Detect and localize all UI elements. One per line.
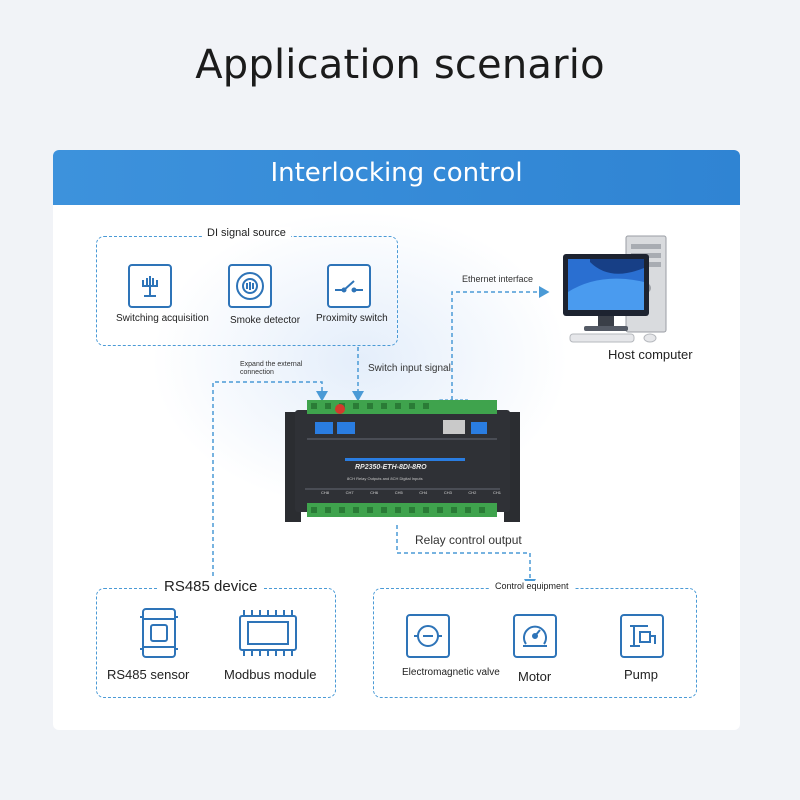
device-channel-labels: CH8 CH7 CH6 CH5 CH4 CH3 CH2 CH1 — [321, 490, 501, 495]
channel-label: CH1 — [492, 490, 501, 495]
channel-label: CH4 — [419, 490, 428, 495]
device-model-label: RP2350-ETH-8DI-8RO — [355, 464, 427, 471]
rs485-sensor-icon — [140, 608, 178, 658]
host-computer-label: Host computer — [608, 347, 693, 362]
switching-acquisition-label: Switching acquisition — [116, 313, 209, 324]
control-box-title: Control equipment — [490, 581, 574, 591]
modbus-module-label: Modbus module — [224, 667, 317, 682]
rs485-connector — [212, 381, 328, 576]
expand-connection-label-2: connection — [240, 369, 274, 376]
device-illustration — [285, 400, 520, 522]
channel-label: CH5 — [394, 490, 403, 495]
rp2350-device: RP2350-ETH-8DI-8RO 8CH Relay Outputs and… — [285, 400, 520, 525]
host-computer-illustration — [563, 235, 667, 343]
channel-label: CH7 — [345, 490, 354, 495]
smoke-detector-label: Smoke detector — [230, 315, 301, 326]
proximity-switch-icon — [327, 264, 371, 308]
channel-label: CH6 — [370, 490, 379, 495]
di-box-title: DI signal source — [202, 227, 291, 239]
proximity-switch-label: Proximity switch — [316, 313, 388, 324]
pump-label: Pump — [624, 667, 658, 682]
modbus-module-icon — [239, 610, 297, 656]
device-subtitle-label: 8CH Relay Outputs and 8CH Digital Inputs — [347, 476, 423, 481]
rs485-box-title: RS485 device — [159, 578, 263, 595]
page-title: Application scenario — [195, 42, 605, 88]
channel-label: CH8 — [321, 490, 330, 495]
ethernet-connector — [451, 286, 550, 400]
pump-icon — [620, 614, 664, 658]
electromagnetic-valve-icon — [406, 614, 450, 658]
motor-icon — [513, 614, 557, 658]
switch-input-signal-label: Switch input signal — [368, 363, 451, 374]
smoke-detector-icon — [228, 264, 272, 308]
channel-label: CH3 — [443, 490, 452, 495]
channel-label: CH2 — [468, 490, 477, 495]
electromagnetic-valve-label: Electromagnetic valve — [402, 667, 500, 678]
panel-header: Interlocking control — [53, 150, 740, 205]
relay-control-output-label: Relay control output — [415, 533, 522, 547]
motor-label: Motor — [518, 669, 552, 684]
expand-connection-label-1: Expand the external — [240, 361, 303, 368]
switching-acquisition-icon — [128, 264, 172, 308]
ethernet-interface-label: Ethernet interface — [462, 274, 534, 284]
relay-connector — [396, 525, 536, 590]
rs485-sensor-label: RS485 sensor — [107, 667, 190, 682]
